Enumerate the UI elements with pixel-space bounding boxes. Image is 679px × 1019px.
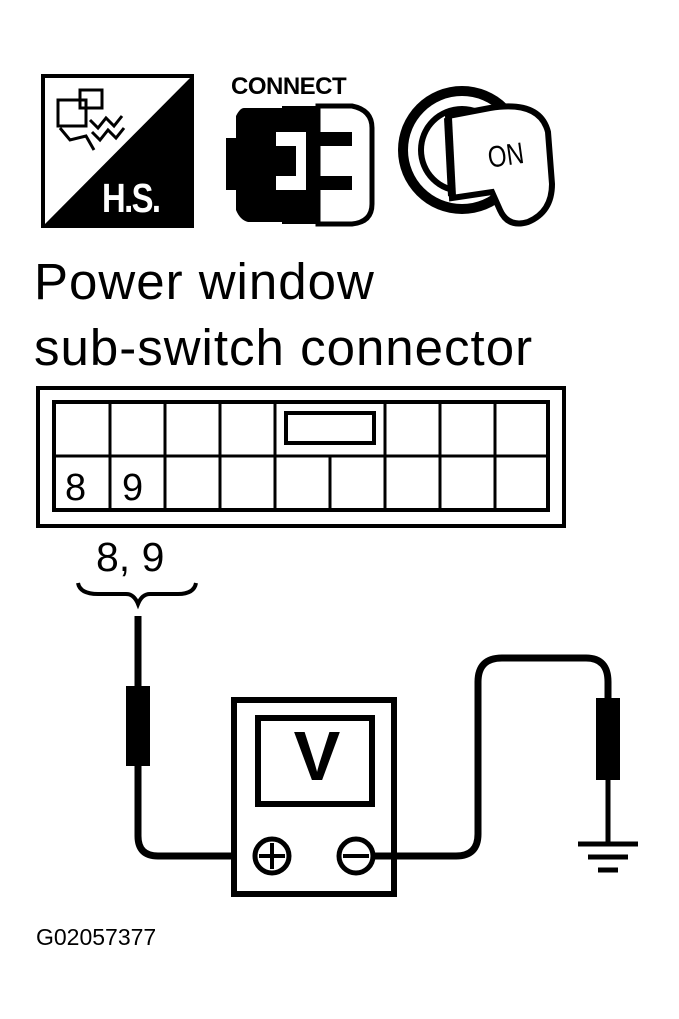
- negative-probe-lead: [373, 654, 620, 860]
- connect-label: CONNECT: [231, 73, 347, 100]
- pin-group-brace: [76, 582, 198, 610]
- connector-pin-9-label: 9: [122, 467, 144, 509]
- ground-icon: [578, 841, 638, 873]
- positive-probe-lead: [126, 616, 244, 860]
- voltmeter-label: V: [293, 717, 341, 795]
- harness-side-label: H.S.: [102, 175, 161, 221]
- connector-face: [36, 386, 566, 528]
- connector-sketch-icon: [56, 88, 126, 151]
- diagram-title-line-1: Power window: [34, 253, 375, 310]
- diagram-title-line-2: sub-switch connector: [34, 319, 534, 376]
- voltmeter: [231, 697, 397, 897]
- minus-terminal-icon: [336, 836, 376, 876]
- figure-id: G02057377: [36, 924, 157, 950]
- probe-pin-label: 8, 9: [96, 534, 165, 580]
- plus-terminal-icon: [252, 836, 292, 876]
- ignition-on-label: ON: [485, 137, 526, 175]
- connect-icon: [226, 103, 375, 227]
- harness-side-icon: [41, 74, 194, 228]
- connector-lock-tab: [284, 411, 376, 445]
- ignition-key-icon: [398, 86, 556, 227]
- connector-pin-8-label: 8: [65, 467, 87, 509]
